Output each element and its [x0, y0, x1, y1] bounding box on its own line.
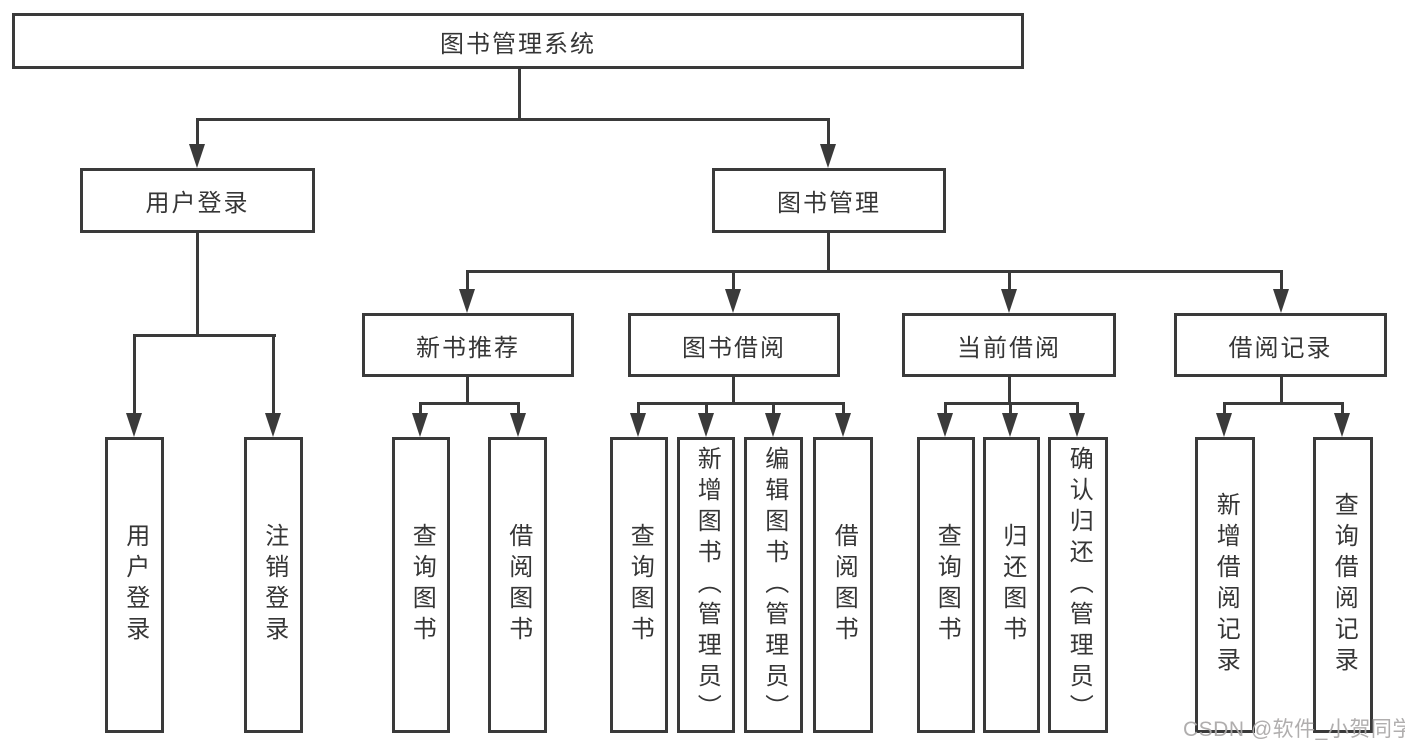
connector-borrow-record-branch [1223, 402, 1343, 405]
arrowhead-borrow-record-icon [1273, 289, 1289, 313]
arrowhead-leaf-icon [1002, 413, 1018, 437]
node-new-book-label: 新书推荐 [416, 334, 520, 362]
connector-root-branch [196, 118, 830, 121]
arrowhead-current-borrow-icon [1001, 289, 1017, 313]
node-book-mgmt: 图书管理 [712, 168, 946, 233]
leaf-label: 查询借阅记录 [1330, 492, 1358, 678]
leaf-label: 查询图书 [626, 523, 654, 647]
arrowhead-leaf-icon [698, 413, 714, 437]
root-node-label: 图书管理系统 [440, 30, 596, 58]
leaf-borrow-books: 借阅图书 [488, 437, 547, 733]
connector-leaf [1341, 402, 1344, 420]
connector-user-login-branch [133, 334, 276, 337]
node-user-login-label: 用户登录 [145, 190, 250, 217]
connector-to-user-login [196, 118, 199, 150]
connector-leaf [1009, 402, 1012, 420]
leaf-label: 借阅图书 [504, 523, 532, 647]
node-book-borrow-label: 图书借阅 [682, 334, 786, 362]
leaf-logout: 注销登录 [244, 437, 303, 733]
arrowhead-leaf-logout-icon [265, 413, 281, 437]
leaf-query-books: 查询图书 [392, 437, 450, 733]
node-user-login: 用户登录 [80, 168, 315, 233]
arrowhead-leaf-icon [835, 413, 851, 437]
leaf-return-books: 归还图书 [983, 437, 1040, 733]
leaf-label: 查询图书 [408, 523, 436, 647]
connector-to-book-mgmt [827, 118, 830, 150]
node-current-borrow-label: 当前借阅 [957, 334, 1061, 362]
connector-root-stem [518, 66, 521, 120]
node-book-borrow: 图书借阅 [628, 313, 840, 377]
connector-leaf [419, 402, 422, 420]
connector-to-borrow-record [1280, 270, 1283, 295]
arrowhead-book-mgmt-icon [820, 144, 836, 168]
leaf-label: 新增图书（管理员） [693, 445, 721, 725]
connector-user-login-stem [196, 233, 199, 337]
arrowhead-leaf-icon [1069, 413, 1085, 437]
node-borrow-record-label: 借阅记录 [1228, 334, 1333, 362]
connector-leaf [1223, 402, 1226, 420]
leaf-label: 用户登录 [121, 523, 149, 647]
leaf-confirm-return-admin: 确认归还（管理员） [1048, 437, 1108, 733]
node-borrow-record: 借阅记录 [1174, 313, 1387, 377]
connector-current-borrow-stem [1008, 374, 1011, 405]
connector-book-mgmt-stem [827, 233, 830, 273]
leaf-user-login: 用户登录 [105, 437, 164, 733]
arrowhead-leaf-icon [412, 413, 428, 437]
connector-to-leaf-logout [272, 334, 275, 420]
connector-to-book-borrow [732, 270, 735, 295]
leaf-label: 确认归还（管理员） [1065, 445, 1093, 725]
connector-new-book-branch [419, 402, 520, 405]
node-book-mgmt-label: 图书管理 [777, 190, 881, 217]
leaf-query-books: 查询图书 [610, 437, 668, 733]
arrowhead-leaf-icon [1216, 413, 1232, 437]
leaf-borrow-books: 借阅图书 [813, 437, 873, 733]
node-new-book: 新书推荐 [362, 313, 574, 377]
arrowhead-leaf-icon [630, 413, 646, 437]
connector-leaf [637, 402, 640, 420]
arrowhead-leaf-login-icon [126, 413, 142, 437]
connector-leaf [705, 402, 708, 420]
node-current-borrow: 当前借阅 [902, 313, 1116, 377]
leaf-label: 归还图书 [998, 523, 1026, 647]
leaf-label: 借阅图书 [830, 523, 858, 647]
leaf-query-books: 查询图书 [917, 437, 975, 733]
arrowhead-leaf-icon [1334, 413, 1350, 437]
arrowhead-leaf-icon [765, 413, 781, 437]
connector-to-leaf-login [133, 334, 136, 420]
connector-leaf [772, 402, 775, 420]
root-node: 图书管理系统 [12, 13, 1024, 69]
leaf-query-borrow-record: 查询借阅记录 [1313, 437, 1373, 733]
connector-leaf [517, 402, 520, 420]
connector-leaf [842, 402, 845, 420]
leaf-label: 注销登录 [260, 523, 288, 647]
leaf-label: 编辑图书（管理员） [760, 445, 788, 725]
arrowhead-leaf-icon [937, 413, 953, 437]
leaf-edit-books-admin: 编辑图书（管理员） [744, 437, 803, 733]
arrowhead-leaf-icon [510, 413, 526, 437]
leaf-label: 查询图书 [933, 523, 961, 647]
leaf-add-borrow-record: 新增借阅记录 [1195, 437, 1255, 733]
leaf-add-books-admin: 新增图书（管理员） [677, 437, 735, 733]
connector-borrow-record-stem [1280, 374, 1283, 405]
connector-leaf [1076, 402, 1079, 420]
connector-to-current-borrow [1008, 270, 1011, 295]
connector-book-borrow-stem [732, 374, 735, 405]
arrowhead-book-borrow-icon [725, 289, 741, 313]
csdn-watermark: CSDN @软件_小贺同学 [1183, 718, 1405, 741]
connector-to-new-book [466, 270, 469, 295]
connector-level3-branch [466, 270, 1282, 273]
connector-book-borrow-branch [637, 402, 845, 405]
connector-leaf [944, 402, 947, 420]
leaf-label: 新增借阅记录 [1212, 492, 1240, 678]
connector-new-book-stem [466, 374, 469, 405]
arrowhead-user-login-icon [189, 144, 205, 168]
arrowhead-new-book-icon [459, 289, 475, 313]
